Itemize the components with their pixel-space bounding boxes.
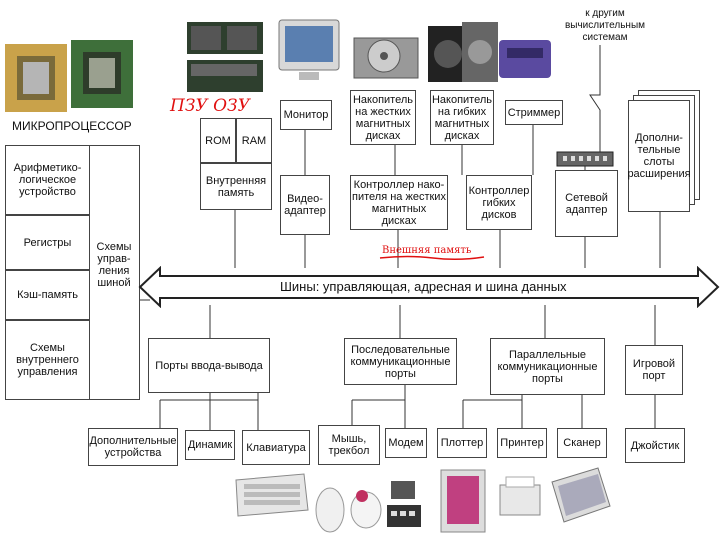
- fdd-controller-box: Контроллер гибких дисков: [466, 175, 532, 230]
- hard-disk-image: [353, 37, 419, 79]
- processor-chip-image: [5, 40, 133, 112]
- video-adapter-box: Видео- адаптер: [280, 175, 330, 235]
- external-memory-underline: [379, 255, 485, 261]
- internal-memory-box: Внутренняя память: [200, 163, 272, 210]
- printer-box: Принтер: [497, 428, 547, 458]
- plotter-box: Плоттер: [437, 428, 487, 458]
- alu-box: Арифметико- логическое устройство: [5, 145, 90, 215]
- floppy-disks-image: [428, 22, 498, 82]
- handwritten-memory-label: ПЗУ ОЗУ: [170, 96, 250, 116]
- phone-image: [387, 481, 421, 527]
- cpu-title: МИКРОПРОЦЕССОР: [12, 119, 132, 133]
- keyboard-image: [235, 473, 309, 517]
- fdd-box: Накопитель на гибких магнитных дисках: [430, 90, 494, 145]
- hdd-controller-box: Контроллер нако- пителя на жестких магни…: [350, 175, 448, 230]
- speaker-box: Динамик: [185, 430, 235, 460]
- printer-image: [499, 476, 541, 516]
- game-port-box: Игровой порт: [625, 345, 683, 395]
- mouse-box: Мышь, трекбол: [318, 425, 380, 465]
- network-adapter-box: Сетевой адаптер: [555, 170, 618, 237]
- joystick-box: Джойстик: [625, 428, 685, 463]
- plotter-image: [440, 469, 486, 533]
- modem-box: Модем: [385, 428, 427, 458]
- monitor-box: Монитор: [280, 100, 332, 130]
- parallel-ports-box: Параллельные коммуникационные порты: [490, 338, 605, 395]
- extra-devices-box: Дополнительные устройства: [88, 428, 178, 466]
- memory-chips-image: [187, 22, 263, 92]
- rom-box: ROM: [200, 118, 236, 163]
- expansion-slots-box: Дополни- тельные слоты расширения: [627, 100, 691, 212]
- cache-box: Кэш-память: [5, 270, 90, 320]
- bus-control-label: Схемы управ- ления шиной: [96, 241, 132, 289]
- external-memory-label: Внешняя память: [382, 245, 472, 256]
- monitor-image: [278, 19, 340, 80]
- streamer-box: Стриммер: [505, 100, 563, 125]
- serial-ports-box: Последовательные коммуникационные порты: [344, 338, 457, 385]
- network-hub-icon: [556, 151, 614, 167]
- trackball-image: [350, 490, 382, 529]
- scanner-box: Сканер: [557, 428, 607, 458]
- other-systems-label: к другим вычислительным системам: [564, 8, 646, 43]
- hdd-box: Накопитель на жестких магнитных дисках: [350, 90, 416, 145]
- bus-label: Шины: управляющая, адресная и шина данны…: [280, 279, 567, 294]
- scanner-image: [551, 467, 611, 523]
- streamer-image: [499, 40, 551, 78]
- registers-box: Регистры: [5, 215, 90, 270]
- internal-control-box: Схемы внутреннего управления: [5, 320, 90, 400]
- io-ports-box: Порты ввода-вывода: [148, 338, 270, 393]
- mouse-image: [315, 487, 345, 533]
- keyboard-box: Клавиатура: [242, 430, 310, 465]
- ram-box: RAM: [236, 118, 272, 163]
- system-bus-arrow: [138, 266, 720, 308]
